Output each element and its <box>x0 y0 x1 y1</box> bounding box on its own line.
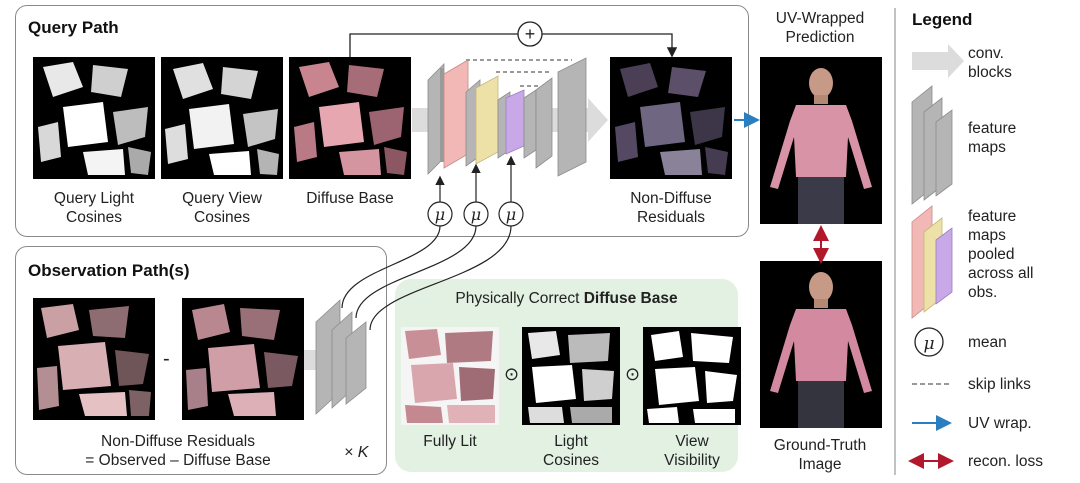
caption-line: Ground-Truth <box>773 437 867 454</box>
view-visibility-image <box>643 327 741 425</box>
pooled-feature-map-yellow <box>475 75 499 165</box>
pooled-feature-map-purple <box>505 89 525 155</box>
legend-line: feature <box>968 120 1017 137</box>
legend-conv-icon <box>912 44 964 78</box>
caption-line: = Observed – Diffuse Base <box>85 452 271 469</box>
query-light-cosines-image <box>33 57 155 179</box>
fully-lit-image <box>401 327 499 425</box>
ground-truth-caption: Ground-Truth Image <box>755 436 885 474</box>
minus-symbol: - <box>163 348 170 370</box>
legend-skip-label: skip links <box>968 376 1031 393</box>
ground-truth-image <box>760 261 882 428</box>
observation-path-title: Observation Path(s) <box>28 261 190 280</box>
caption-line: Query View <box>182 190 262 207</box>
caption-line: Prediction <box>785 29 855 46</box>
legend-feature-label: feature maps <box>968 119 1016 157</box>
caption-line: Cosines <box>194 209 250 226</box>
hadamard-symbol-2: ⊙ <box>625 364 641 384</box>
mean-symbol-2: μ <box>471 205 481 224</box>
pooled-feature-map-pink <box>443 59 469 169</box>
legend-mean-symbol: μ <box>923 334 934 354</box>
light-cosines-caption: Light Cosines <box>522 432 620 470</box>
diffuse-base-image <box>289 57 411 179</box>
mean-symbol-3: μ <box>506 205 516 224</box>
legend-conv-label: conv. blocks <box>968 44 1012 82</box>
observation-to-mean-links <box>341 225 512 331</box>
panel-title-prefix: Physically Correct <box>455 290 584 307</box>
mean-symbol-1: μ <box>435 205 445 224</box>
legend-mean-icon <box>914 327 944 357</box>
caption-line: Non-Diffuse <box>630 190 712 207</box>
observed-image <box>33 298 155 420</box>
fully-lit-caption: Fully Lit <box>423 433 477 450</box>
legend-line: maps <box>968 227 1006 244</box>
query-feature-maps <box>427 57 587 177</box>
hadamard-symbol-1: ⊙ <box>504 364 520 384</box>
mean-nodes <box>427 155 524 227</box>
observation-feature-maps <box>315 299 367 415</box>
legend-uv-wrap-label: UV wrap. <box>968 415 1032 432</box>
observation-caption: Non-Diffuse Residuals = Observed – Diffu… <box>33 432 323 470</box>
legend-line: pooled <box>968 246 1015 263</box>
k-label-text: × K <box>344 444 369 461</box>
legend-title: Legend <box>912 10 973 29</box>
legend-mean-label: mean <box>968 334 1007 351</box>
diffuse-base-observed-image <box>182 298 304 420</box>
non-diffuse-residuals-caption: Non-Diffuse Residuals <box>600 189 742 227</box>
query-light-cosines-caption: Query Light Cosines <box>23 189 165 227</box>
legend-recon-label: recon. loss <box>968 453 1043 470</box>
view-visibility-caption: View Visibility <box>643 432 741 470</box>
query-path-title: Query Path <box>28 18 119 37</box>
diffuse-base-caption: Diffuse Base <box>306 190 394 207</box>
caption-line: UV-Wrapped <box>775 10 865 27</box>
light-cosines-image <box>522 327 620 425</box>
legend-line: conv. <box>968 45 1004 62</box>
legend-pooled-maps-icon <box>911 205 953 319</box>
k-times-label: × K <box>344 444 368 462</box>
skip-links <box>466 59 572 87</box>
legend-feature-maps-icon <box>911 85 953 205</box>
plus-symbol: + <box>525 24 536 44</box>
caption-line: Cosines <box>66 209 122 226</box>
caption-line: Image <box>798 456 842 473</box>
caption-line: Non-Diffuse Residuals <box>101 433 255 450</box>
caption-line: Light <box>554 433 588 450</box>
uv-wrapped-prediction-image <box>760 57 882 224</box>
non-diffuse-residuals-image <box>610 57 732 179</box>
caption-line: Visibility <box>664 452 720 469</box>
diffuse-base-panel-title: Physically Correct Diffuse Base <box>395 290 738 308</box>
caption-line: Query Light <box>53 190 135 207</box>
plus-node <box>517 21 543 47</box>
legend-line: maps <box>968 139 1006 156</box>
query-view-cosines-caption: Query View Cosines <box>151 189 293 227</box>
panel-title-bold: Diffuse Base <box>583 290 678 307</box>
legend-line: blocks <box>968 64 1012 81</box>
query-view-cosines-image <box>161 57 283 179</box>
caption-line: Cosines <box>543 452 599 469</box>
legend-line: feature <box>968 208 1017 225</box>
legend-line: across all <box>968 265 1034 282</box>
caption-line: View <box>675 433 709 450</box>
caption-line: Residuals <box>636 209 706 226</box>
legend-pooled-label: feature maps pooled across all obs. <box>968 207 1033 302</box>
legend-line: obs. <box>968 284 998 301</box>
uv-wrapped-prediction-title: UV-Wrapped Prediction <box>755 9 885 47</box>
residual-skip-connection <box>349 21 678 58</box>
